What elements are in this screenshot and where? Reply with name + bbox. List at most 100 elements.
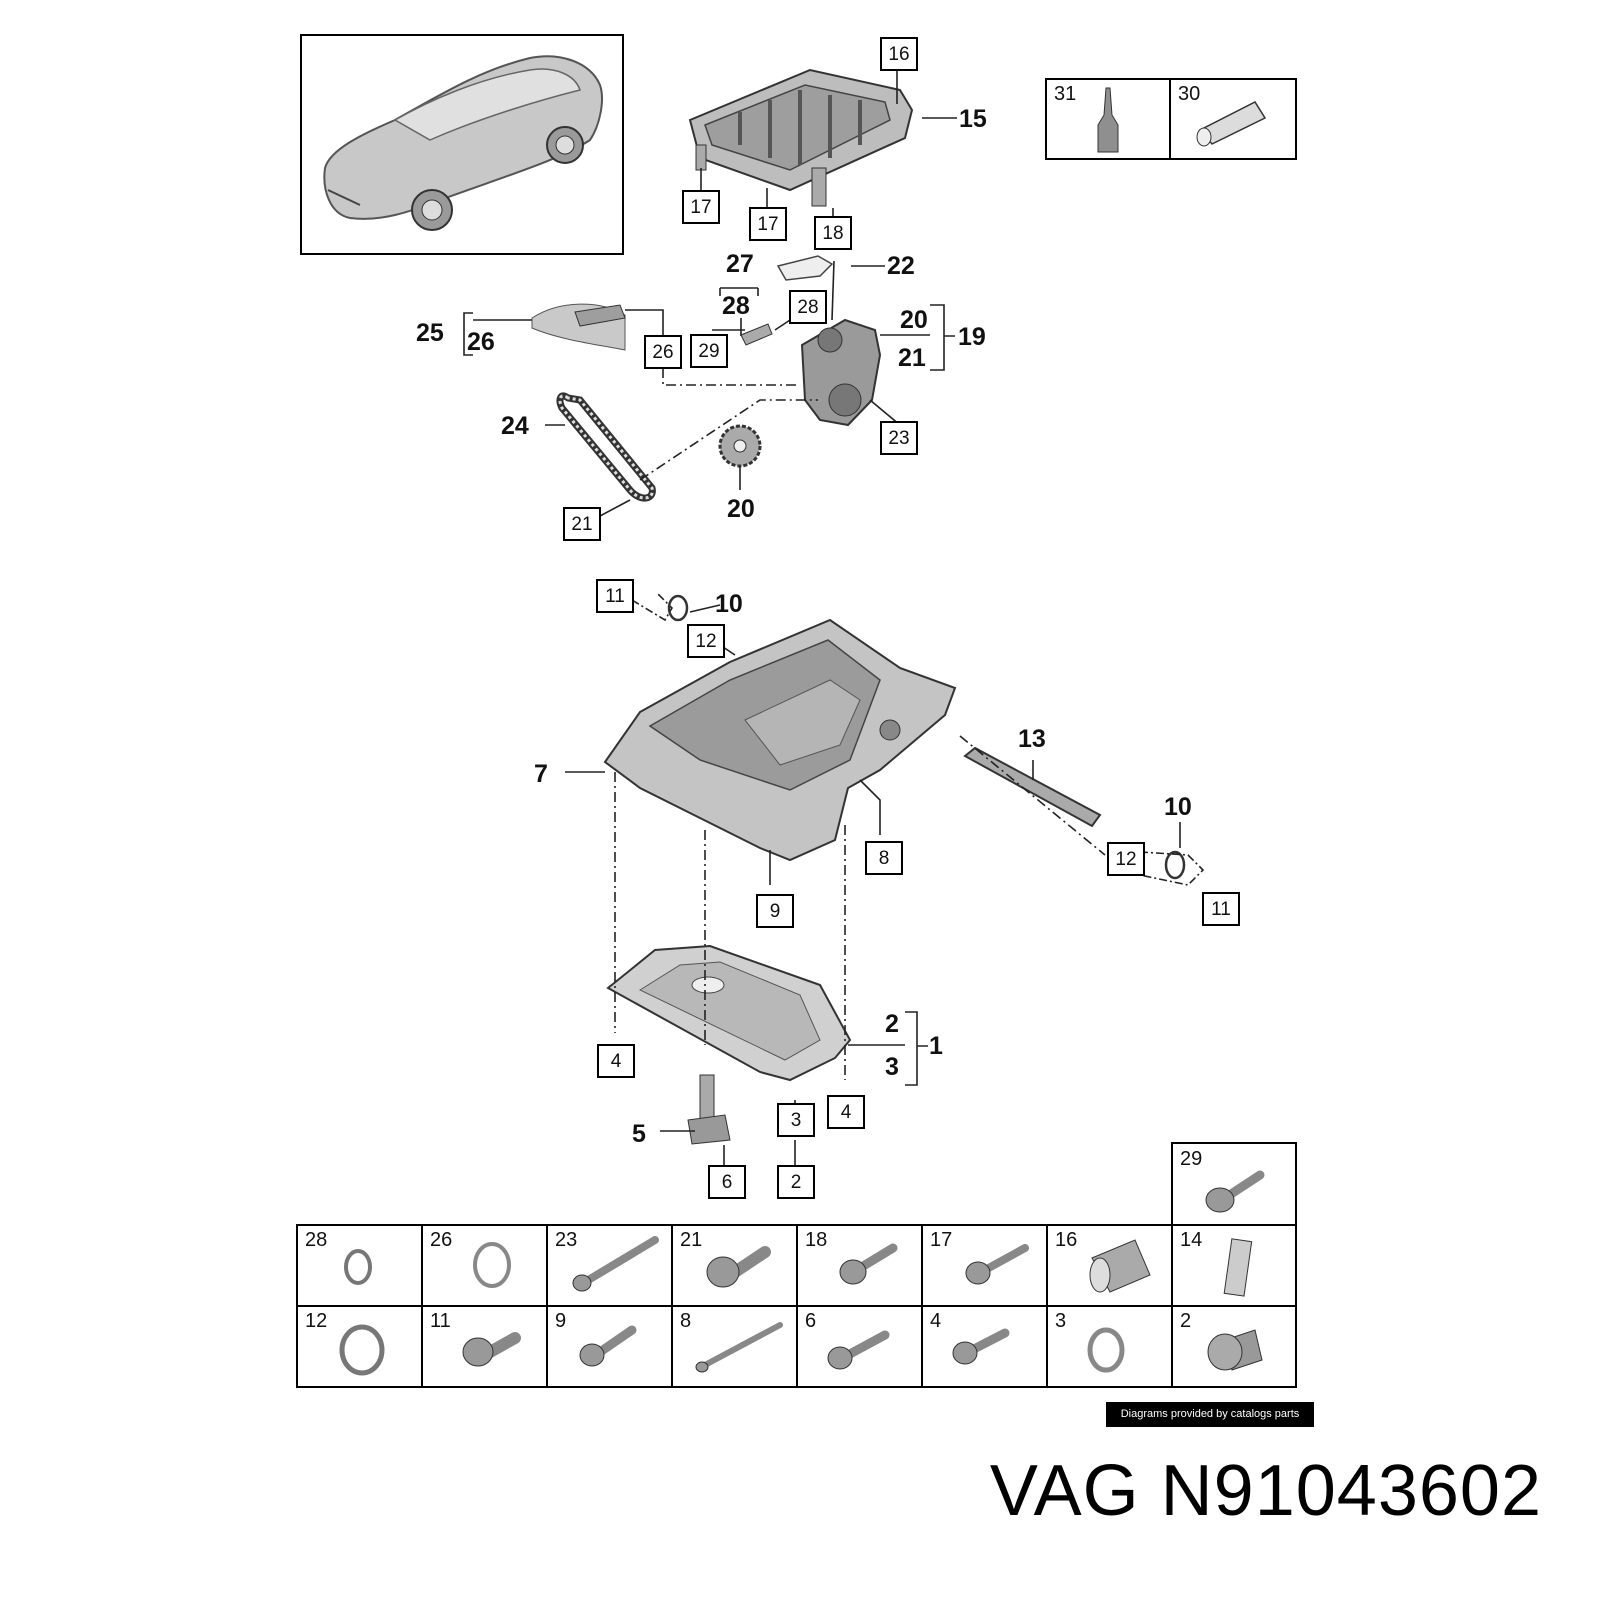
svg-text:23: 23 (888, 428, 909, 449)
sealant-bottle-icon (1097, 87, 1119, 153)
callout-box: 11 (1202, 892, 1240, 926)
part-label: 15 (959, 105, 987, 133)
callout-box: 3 (777, 1103, 815, 1137)
part-label: 2 (885, 1010, 899, 1038)
long-bolt-icon (572, 1236, 659, 1292)
svg-text:8: 8 (879, 848, 890, 869)
part-label: 21 (898, 344, 926, 372)
svg-text:21: 21 (680, 1229, 702, 1251)
callout-box: 29 (690, 334, 728, 368)
svg-text:16: 16 (1055, 1229, 1077, 1251)
bold-labels: 15 27 28 22 20 21 19 25 26 24 20 10 13 7… (416, 105, 1192, 1148)
oil-level-sensor-5 (687, 1074, 731, 1145)
callout-box: 12 (1107, 842, 1145, 876)
callout-box: 4 (827, 1095, 865, 1129)
svg-text:8: 8 (680, 1310, 691, 1332)
consumable-number: 31 (1054, 83, 1076, 105)
seal-ring-icon (339, 1324, 385, 1376)
part-label: 28 (722, 292, 750, 320)
cell-number: 29 (1180, 1148, 1202, 1170)
bolt-icon (965, 1244, 1029, 1285)
svg-text:6: 6 (805, 1310, 816, 1332)
part-label: 22 (887, 252, 915, 280)
brand-name: VAG (989, 1451, 1140, 1531)
svg-text:3: 3 (1055, 1310, 1066, 1332)
callout-box: 28 (789, 290, 827, 324)
part-label: 20 (727, 495, 755, 523)
callout-box: 17 (749, 207, 787, 241)
callout-box: 21 (563, 507, 601, 541)
consumables-table: 31 30 (1045, 78, 1297, 160)
svg-text:28: 28 (797, 297, 818, 318)
sleeve-icon (1089, 1239, 1151, 1293)
credit-banner: Diagrams provided by catalogs parts (1106, 1402, 1314, 1427)
svg-text:11: 11 (605, 586, 625, 607)
svg-text:28: 28 (305, 1229, 327, 1251)
collar-bolt-icon (706, 1246, 771, 1288)
svg-text:17: 17 (757, 214, 778, 235)
part-label: 3 (885, 1053, 899, 1081)
svg-text:4: 4 (930, 1310, 941, 1332)
svg-text:2: 2 (791, 1172, 802, 1193)
bolt-icon (1205, 1170, 1265, 1213)
upper-oil-pan-15 (688, 68, 914, 207)
callout-box: 12 (687, 624, 725, 658)
svg-text:26: 26 (430, 1229, 452, 1251)
oil-sump-cover-1 (606, 944, 852, 1082)
part-label: 27 (726, 250, 754, 278)
part-label: 26 (467, 328, 495, 356)
consumable-number: 30 (1178, 83, 1200, 105)
svg-text:12: 12 (1115, 849, 1136, 870)
svg-text:12: 12 (695, 631, 716, 652)
leader-lines (463, 71, 1205, 1165)
callout-boxes: 16 17 17 18 28 29 26 23 21 11 12 8 9 12 … (563, 37, 1240, 1199)
callout-box: 23 (880, 421, 918, 455)
callout-box: 2 (777, 1165, 815, 1199)
long-bolt-icon (695, 1322, 783, 1373)
callout-box: 26 (644, 335, 682, 369)
svg-text:23: 23 (555, 1229, 577, 1251)
vehicle-thumbnail (300, 34, 624, 255)
seal-ring-icon (1087, 1327, 1125, 1373)
sprocket-20 (718, 424, 762, 468)
svg-text:18: 18 (822, 223, 843, 244)
svg-text:14: 14 (1180, 1229, 1202, 1251)
svg-text:12: 12 (305, 1310, 327, 1332)
bolt-icon (579, 1325, 637, 1367)
oil-pump-assembly (531, 255, 882, 427)
svg-text:26: 26 (652, 342, 673, 363)
svg-text:11: 11 (430, 1310, 451, 1332)
svg-text:2: 2 (1180, 1310, 1191, 1332)
svg-text:4: 4 (611, 1051, 622, 1072)
callout-box: 17 (682, 190, 720, 224)
lower-oil-pan-7 (603, 618, 957, 862)
part-label: 20 (900, 306, 928, 334)
callout-box: 9 (756, 894, 794, 928)
callout-box: 18 (814, 216, 852, 250)
svg-text:17: 17 (690, 197, 711, 218)
part-label: 10 (1164, 793, 1192, 821)
part-label: 19 (958, 323, 986, 351)
bolt-icon (827, 1330, 890, 1370)
svg-text:17: 17 (930, 1229, 952, 1251)
bolt-icon (952, 1328, 1010, 1365)
callout-box: 8 (865, 841, 903, 875)
part-label: 13 (1018, 725, 1046, 753)
part-label: 24 (501, 412, 529, 440)
svg-text:16: 16 (888, 44, 909, 65)
callout-box: 4 (597, 1044, 635, 1078)
drain-plug-icon (1207, 1329, 1263, 1371)
part-label: 7 (534, 760, 548, 788)
svg-text:6: 6 (722, 1172, 733, 1193)
callout-box: 11 (596, 579, 634, 613)
fastener-table: 29 28 26 23 21 18 17 16 14 12 11 9 8 6 4… (296, 1142, 1297, 1388)
svg-text:18: 18 (805, 1229, 827, 1251)
drive-chain-24 (556, 392, 656, 502)
dowel-sleeve-icon (1223, 1238, 1253, 1297)
svg-text:21: 21 (571, 514, 592, 535)
part-label: 25 (416, 319, 444, 347)
part-label: 10 (715, 590, 743, 618)
callout-box: 16 (880, 37, 918, 71)
svg-text:4: 4 (841, 1102, 852, 1123)
svg-text:11: 11 (1211, 899, 1231, 920)
